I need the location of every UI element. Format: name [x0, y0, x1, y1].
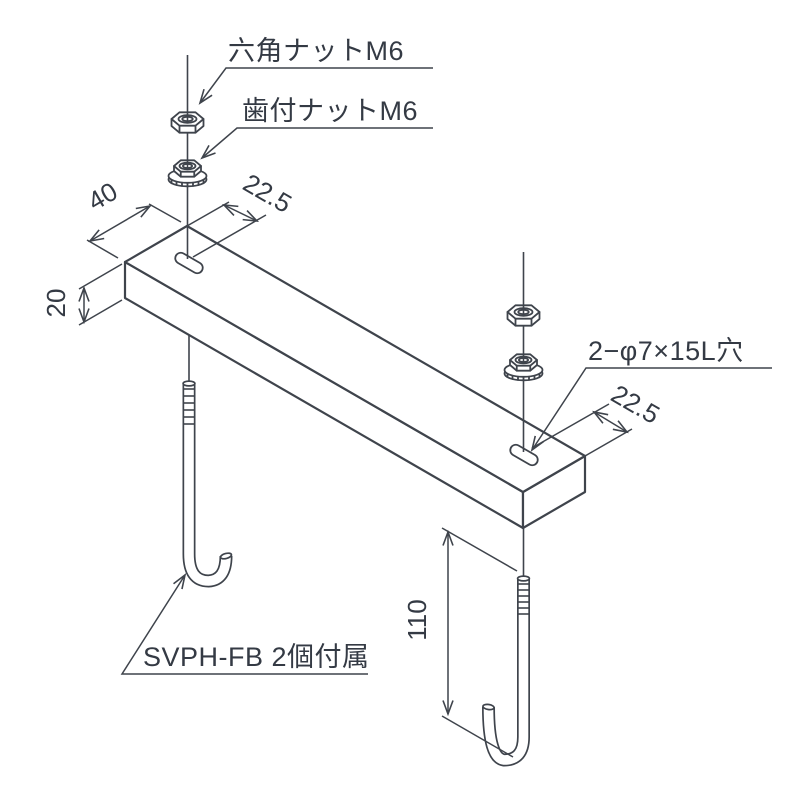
callout-toothed-nut: 歯付ナットM6 — [200, 96, 433, 160]
dim-bar-width: 40 — [82, 176, 122, 216]
dim-bolt-length: 110 — [402, 599, 432, 640]
bolt-top-cap — [182, 380, 196, 387]
hook-tip-cap — [482, 703, 495, 711]
hole-spec-label: 2−φ7×15L穴 — [588, 336, 744, 366]
bolt-threads — [183, 388, 195, 425]
slot-right — [509, 443, 539, 467]
callout-included-part: SVPH-FB 2個付属 — [120, 573, 370, 675]
j-bolt-left — [182, 380, 233, 588]
end-edge-extension-right — [584, 428, 633, 457]
hex-nut-label: 六角ナットM6 — [228, 36, 404, 66]
dim-slot-offset-left: 22.5 — [238, 168, 297, 219]
hex-nut-left — [170, 111, 205, 134]
toothed-nut-label: 歯付ナットM6 — [242, 96, 418, 126]
dimension-bolt-length: 110 — [402, 527, 518, 758]
dim-bar-thickness: 20 — [41, 289, 71, 318]
j-bolt-right — [482, 575, 531, 767]
dim-slot-offset-right: 22.5 — [606, 379, 665, 430]
end-edge-extension-left — [186, 201, 230, 227]
hook-tip-cap — [219, 552, 233, 560]
bracket-bar — [123, 201, 633, 530]
included-part-label: SVPH-FB 2個付属 — [143, 642, 370, 672]
dimension-bar-thickness: 20 — [41, 263, 123, 326]
toothed-nut-left — [167, 159, 208, 188]
slot-left — [174, 251, 204, 275]
toothed-nut-right — [503, 353, 544, 382]
bolt-threads — [517, 583, 530, 615]
threaded-rod-left — [186, 55, 190, 384]
hex-nut-right — [506, 304, 541, 327]
callout-hole-spec: 2−φ7×15L穴 — [530, 336, 772, 452]
bolt-top-cap — [516, 575, 531, 582]
callout-hex-nut: 六角ナットM6 — [198, 36, 433, 105]
